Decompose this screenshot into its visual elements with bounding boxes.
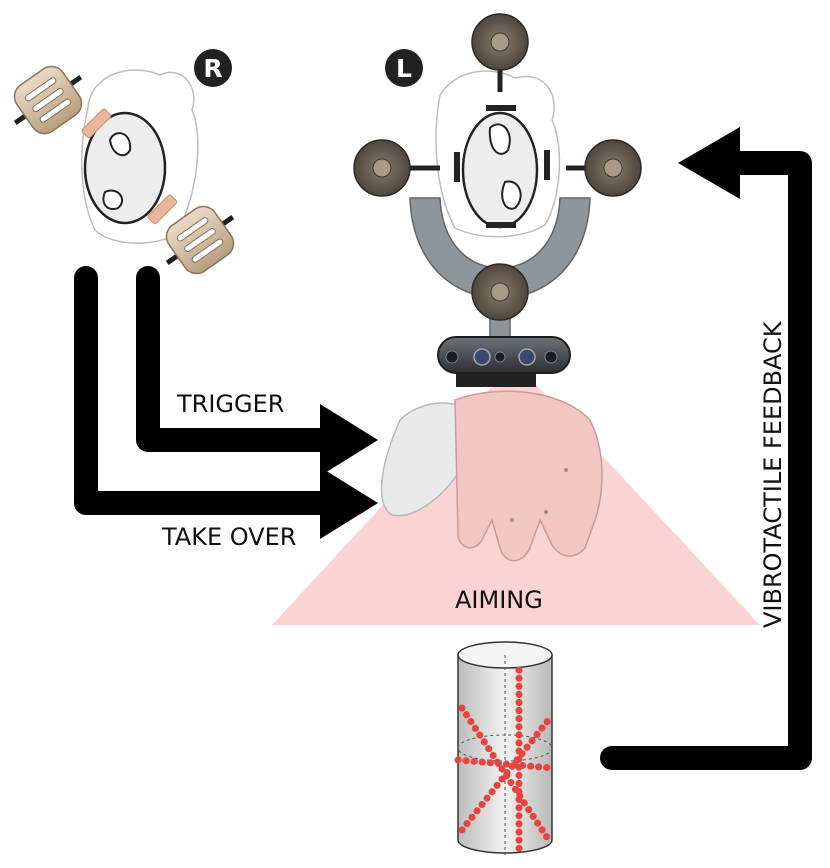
hand-palm bbox=[454, 390, 603, 562]
left-arm-assembly bbox=[353, 13, 642, 341]
prosthetic-hand bbox=[380, 390, 603, 562]
aiming-label: AIMING bbox=[455, 586, 543, 614]
electrode-pad-bottom bbox=[147, 194, 178, 225]
vibro-motor-top bbox=[471, 13, 529, 92]
mount-bracket bbox=[409, 197, 591, 299]
clamp-top bbox=[486, 105, 516, 111]
clamp-right bbox=[544, 150, 550, 180]
vibro-unit-top bbox=[13, 65, 83, 135]
take-over-label: TAKE OVER bbox=[161, 523, 296, 551]
left-badge-letter: L bbox=[396, 54, 412, 83]
clamp-bottom bbox=[486, 222, 516, 228]
vibro-unit-bottom bbox=[165, 205, 235, 275]
feedback-arrow bbox=[600, 127, 812, 770]
clamp-left bbox=[454, 152, 460, 182]
target-cylinder bbox=[454, 641, 556, 855]
trigger-arrow bbox=[136, 266, 378, 476]
vibro-motor-bottom bbox=[471, 263, 529, 321]
right-badge: R bbox=[194, 49, 232, 87]
electrode-pad-top bbox=[81, 108, 112, 139]
vibro-motor-left bbox=[353, 139, 440, 197]
vibrotactile-feedback-label: VIBROTACTILE FEEDBACK bbox=[759, 320, 787, 628]
right-badge-letter: R bbox=[203, 54, 222, 83]
depth-camera bbox=[437, 336, 571, 387]
left-badge: L bbox=[385, 49, 423, 87]
take-over-arrow bbox=[74, 266, 378, 539]
trigger-label: TRIGGER bbox=[176, 390, 284, 418]
hand-thumb bbox=[380, 402, 471, 517]
right-arm-assembly bbox=[13, 65, 235, 275]
vibro-motor-right bbox=[566, 139, 642, 197]
